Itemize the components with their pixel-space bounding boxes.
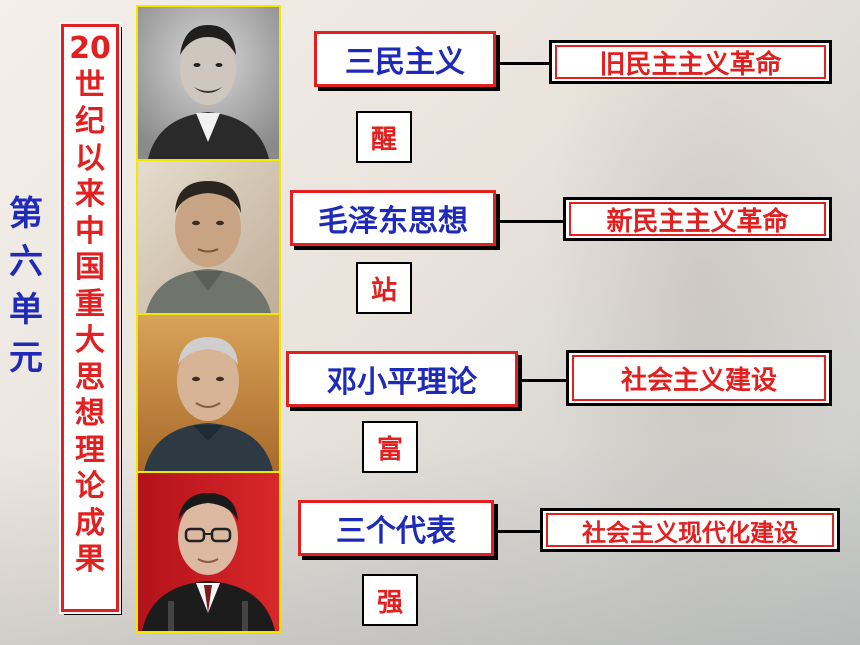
result-box-2: 新民主主义革命 xyxy=(563,197,832,241)
char-label: 强 xyxy=(376,587,403,618)
theory-label: 三民主义 xyxy=(345,45,465,80)
vertical-title-char: 成 xyxy=(75,505,105,541)
vertical-title-char: 思 xyxy=(75,359,105,395)
connector-line xyxy=(520,379,568,382)
unit-title: 第 六 单 元 xyxy=(6,190,46,382)
vertical-title-char: 国 xyxy=(75,250,105,285)
char-box-1: 醒 xyxy=(356,111,412,163)
portrait-column xyxy=(136,5,281,633)
result-inner: 新民主主义革命 xyxy=(569,202,826,237)
result-label: 旧民主主义革命 xyxy=(599,49,782,80)
portrait-1-icon xyxy=(138,7,279,159)
unit-title-char: 单 xyxy=(9,290,43,330)
theory-box-4: 三个代表 xyxy=(298,500,494,556)
char-box-2: 站 xyxy=(356,262,412,314)
theory-label: 邓小平理论 xyxy=(327,365,477,400)
char-label: 醒 xyxy=(370,124,397,155)
char-label: 富 xyxy=(376,434,403,465)
result-label: 社会主义建设 xyxy=(620,365,777,396)
result-box-3: 社会主义建设 xyxy=(566,350,832,406)
result-inner: 社会主义建设 xyxy=(572,355,826,401)
vertical-title-char: 大 xyxy=(75,323,105,358)
result-inner: 旧民主主义革命 xyxy=(555,45,826,80)
vertical-title-char: 以 xyxy=(75,140,105,176)
portrait-3-icon xyxy=(138,315,279,471)
vertical-title-char: 想 xyxy=(75,396,105,431)
result-box-4: 社会主义现代化建设 xyxy=(540,508,840,552)
vertical-title-char: 论 xyxy=(75,469,105,504)
vertical-title-char: 果 xyxy=(75,542,105,577)
connector-line xyxy=(496,530,542,533)
theory-label: 毛泽东思想 xyxy=(318,204,468,239)
connector-line xyxy=(499,62,551,65)
vertical-title-char: 20 xyxy=(69,31,111,66)
vertical-title-char: 来 xyxy=(75,177,105,212)
theory-box-3: 邓小平理论 xyxy=(286,351,518,407)
connector-line xyxy=(499,220,565,223)
result-inner: 社会主义现代化建设 xyxy=(546,513,834,547)
portrait-4-icon xyxy=(138,473,279,631)
vertical-title-char: 重 xyxy=(75,286,105,322)
result-label: 社会主义现代化建设 xyxy=(582,518,798,547)
unit-title-char: 第 xyxy=(9,194,43,234)
vertical-title-char: 世 xyxy=(75,67,105,103)
theory-box-1: 三民主义 xyxy=(314,31,496,87)
theory-label: 三个代表 xyxy=(336,514,456,549)
vertical-title-char: 理 xyxy=(75,432,105,468)
vertical-title-char: 中 xyxy=(75,213,105,249)
unit-title-char: 元 xyxy=(9,338,43,378)
vertical-title-box: 20 世 纪 以 来 中 国 重 大 思 想 理 论 成 果 xyxy=(61,24,119,612)
result-box-1: 旧民主主义革命 xyxy=(549,40,832,84)
vertical-title-char: 纪 xyxy=(75,104,105,139)
result-label: 新民主主义革命 xyxy=(606,206,789,237)
char-box-4: 强 xyxy=(362,574,418,626)
theory-box-2: 毛泽东思想 xyxy=(290,190,496,246)
unit-title-char: 六 xyxy=(9,242,43,282)
char-box-3: 富 xyxy=(362,421,418,473)
portrait-2-icon xyxy=(138,161,279,313)
char-label: 站 xyxy=(370,275,397,306)
